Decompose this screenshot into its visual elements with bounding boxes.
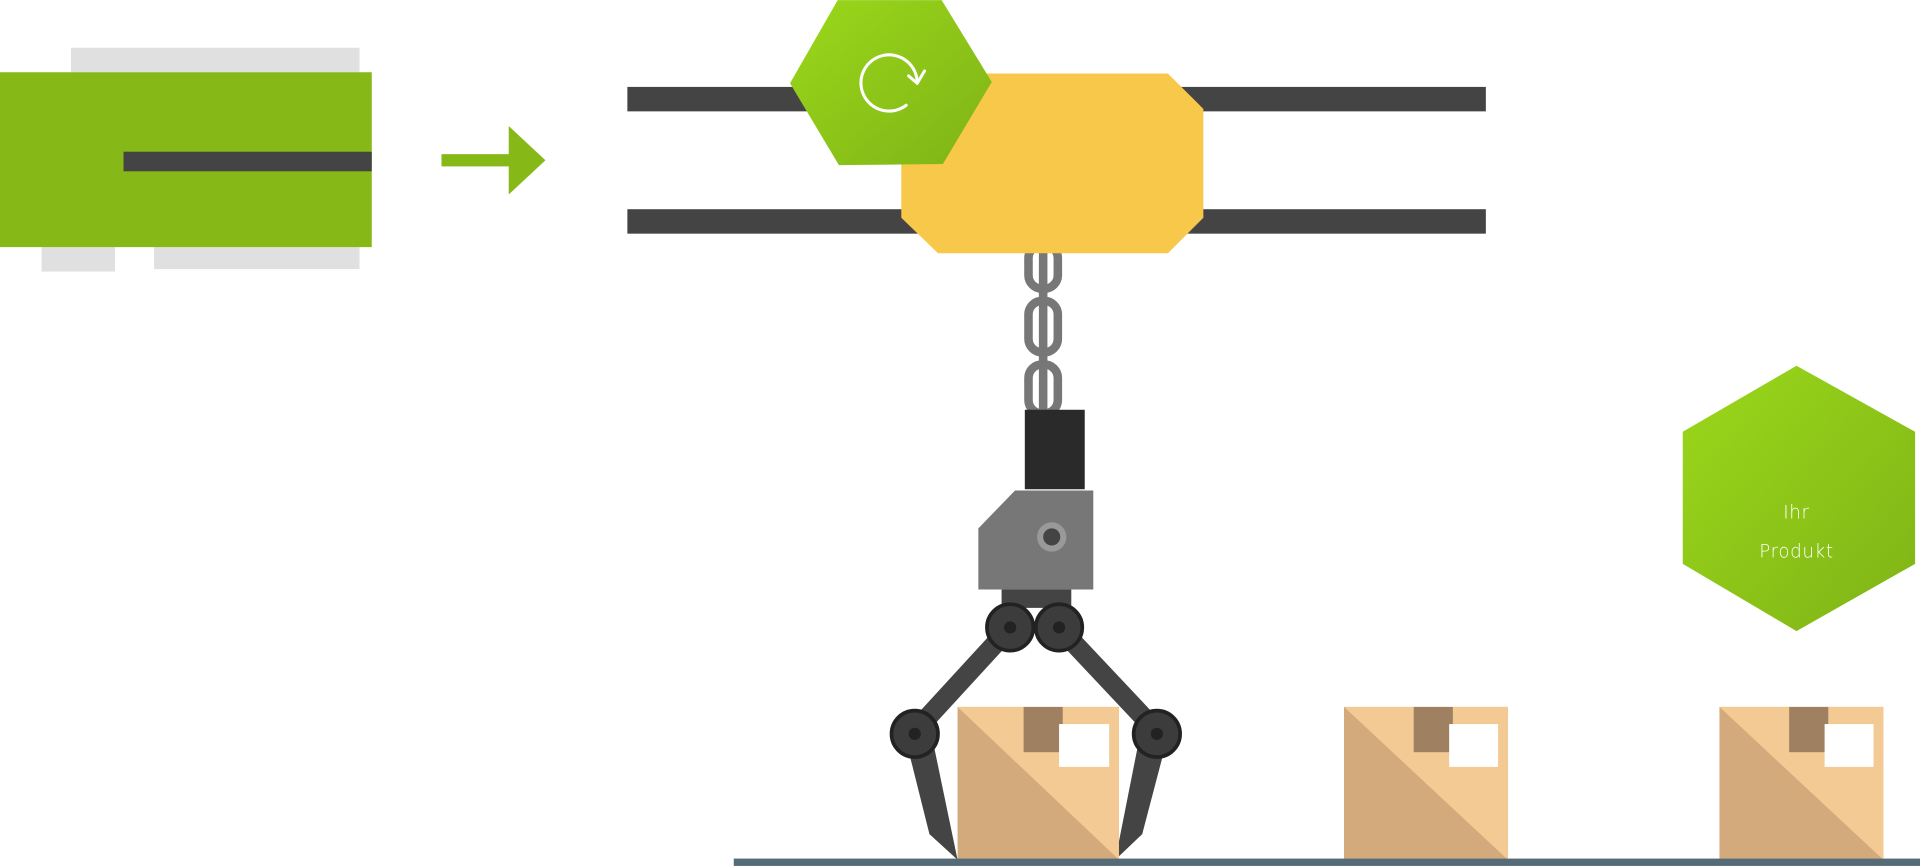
arrow-right-icon: [441, 126, 546, 195]
package-box: [957, 706, 1119, 860]
right-finger: [1115, 736, 1168, 860]
claw-mount: [1024, 409, 1085, 490]
package-box: [1719, 706, 1884, 860]
refresh-icon: [859, 53, 927, 113]
claw-housing: [978, 490, 1094, 590]
shadow-panel: [41, 247, 115, 272]
process-hexagon: [790, 0, 992, 166]
chain: [1024, 240, 1063, 418]
product-hexagon: Ihr Produkt: [1682, 365, 1916, 632]
input-machine: [0, 47, 372, 272]
product-label-line1: Ihr: [1783, 503, 1809, 524]
shadow-panel: [154, 247, 360, 270]
left-finger: [904, 736, 958, 860]
output-slot: [123, 151, 372, 172]
package-box: [1344, 706, 1508, 860]
claw: [889, 409, 1182, 860]
conveyor-floor: [733, 858, 1920, 866]
shadow-panel: [70, 47, 360, 73]
crane-trolley: [901, 73, 1204, 254]
product-label-line2: Produkt: [1759, 542, 1833, 563]
